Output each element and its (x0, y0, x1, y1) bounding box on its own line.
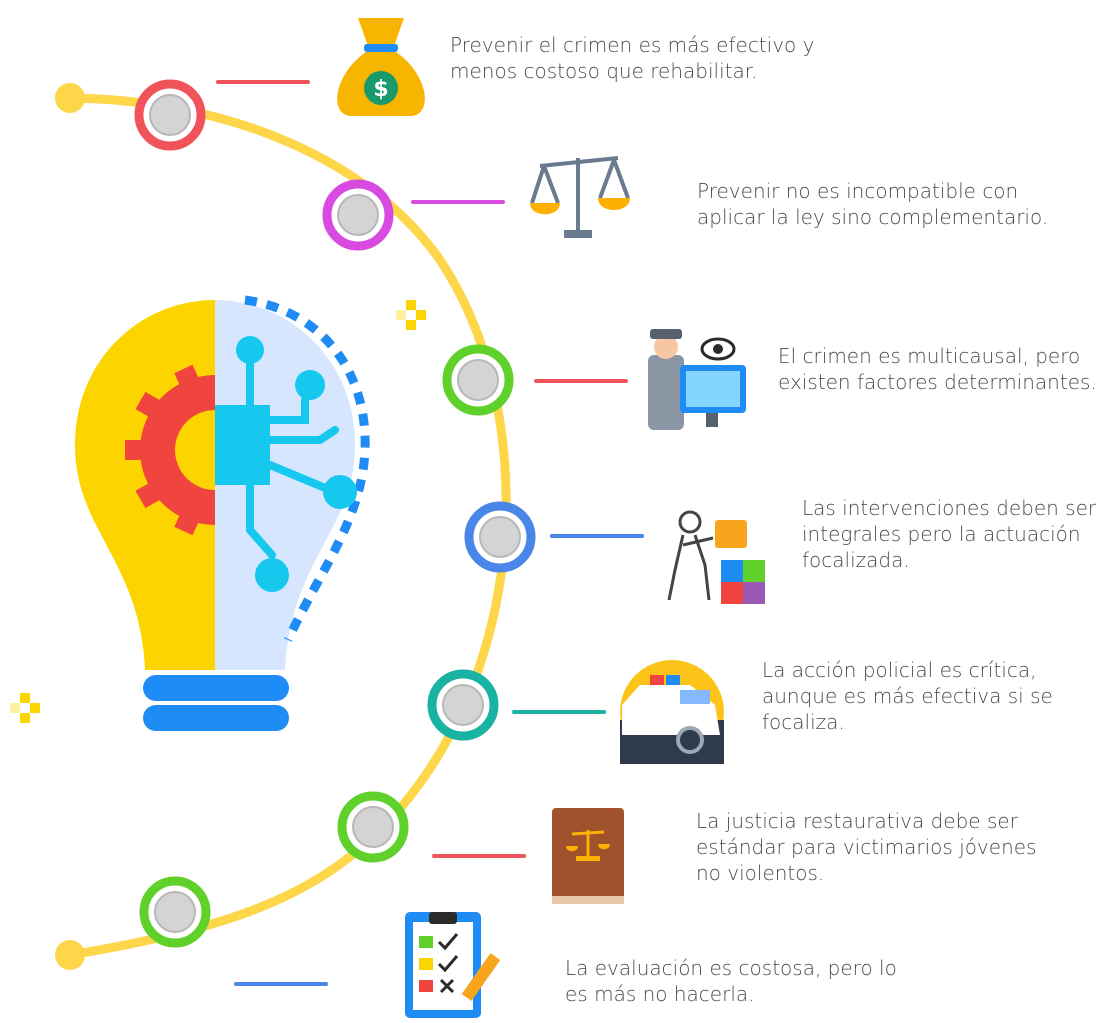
statement-2-text: Prevenir no es incompatible con aplicar … (697, 178, 1048, 230)
timeline-node-1-center (149, 94, 191, 136)
statement-6-line-3: no violentos. (696, 861, 825, 885)
detective-computer-icon (648, 329, 746, 430)
statement-6-line-2: estándar para victimarios jóvenes (696, 835, 1037, 859)
statement-7-line-1: La evaluación es costosa, pero lo (565, 956, 897, 980)
statement-6-line-1: La justicia restaurativa debe ser (696, 809, 1018, 833)
money-bag-icon: $ (337, 18, 425, 116)
law-book-icon (552, 808, 624, 904)
statement-5-text: La acción policial es crítica, aunque es… (762, 657, 1053, 735)
lightbulb-gear-circuit-icon (75, 295, 370, 731)
statement-5-line-3: focaliza. (762, 710, 845, 734)
timeline-node-3-center (457, 359, 499, 401)
statement-2-line-1: Prevenir no es incompatible con (697, 179, 1019, 203)
statement-2-line-2: aplicar la ley sino complementario. (697, 205, 1049, 229)
statement-7-line-2: es más no hacerla. (565, 982, 755, 1006)
statement-4-text: Las intervenciones deben ser integrales … (802, 495, 1096, 573)
sparkle-decoration (10, 300, 426, 723)
statement-3-line-2: existen factores determinantes. (778, 370, 1097, 394)
statement-5-line-1: La acción policial es crítica, (762, 658, 1037, 682)
svg-text:$: $ (373, 77, 388, 102)
statement-1-line-1: Prevenir el crimen es más efectivo y (450, 33, 815, 57)
statement-4-line-1: Las intervenciones deben ser (802, 496, 1097, 520)
statement-7-text: La evaluación es costosa, pero lo es más… (565, 955, 897, 1007)
statement-1-line-2: menos costoso que rehabilitar. (450, 59, 758, 83)
statement-5-line-2: aunque es más efectiva si se (762, 684, 1053, 708)
timeline-node-5-center (442, 684, 484, 726)
timeline-node-4-center (479, 516, 521, 558)
timeline-node-6-center (352, 806, 394, 848)
statement-3-line-1: El crimen es multicausal, pero (778, 344, 1081, 368)
timeline-node-7-center (154, 891, 196, 933)
police-car-icon (620, 660, 724, 764)
checklist-icon (405, 912, 501, 1018)
statement-4-line-2: integrales pero la actuación (802, 522, 1081, 546)
scales-icon (530, 156, 630, 238)
statement-1-text: Prevenir el crimen es más efectivo y men… (450, 32, 814, 84)
statement-6-text: La justicia restaurativa debe ser estánd… (696, 808, 1036, 886)
puzzle-worker-icon (667, 510, 765, 604)
statement-3-text: El crimen es multicausal, pero existen f… (778, 343, 1097, 395)
timeline-end-dot-bottom (55, 940, 85, 970)
timeline-node-2-center (337, 194, 379, 236)
timeline-end-dot-top (55, 83, 85, 113)
statement-4-line-3: focalizada. (802, 548, 910, 572)
